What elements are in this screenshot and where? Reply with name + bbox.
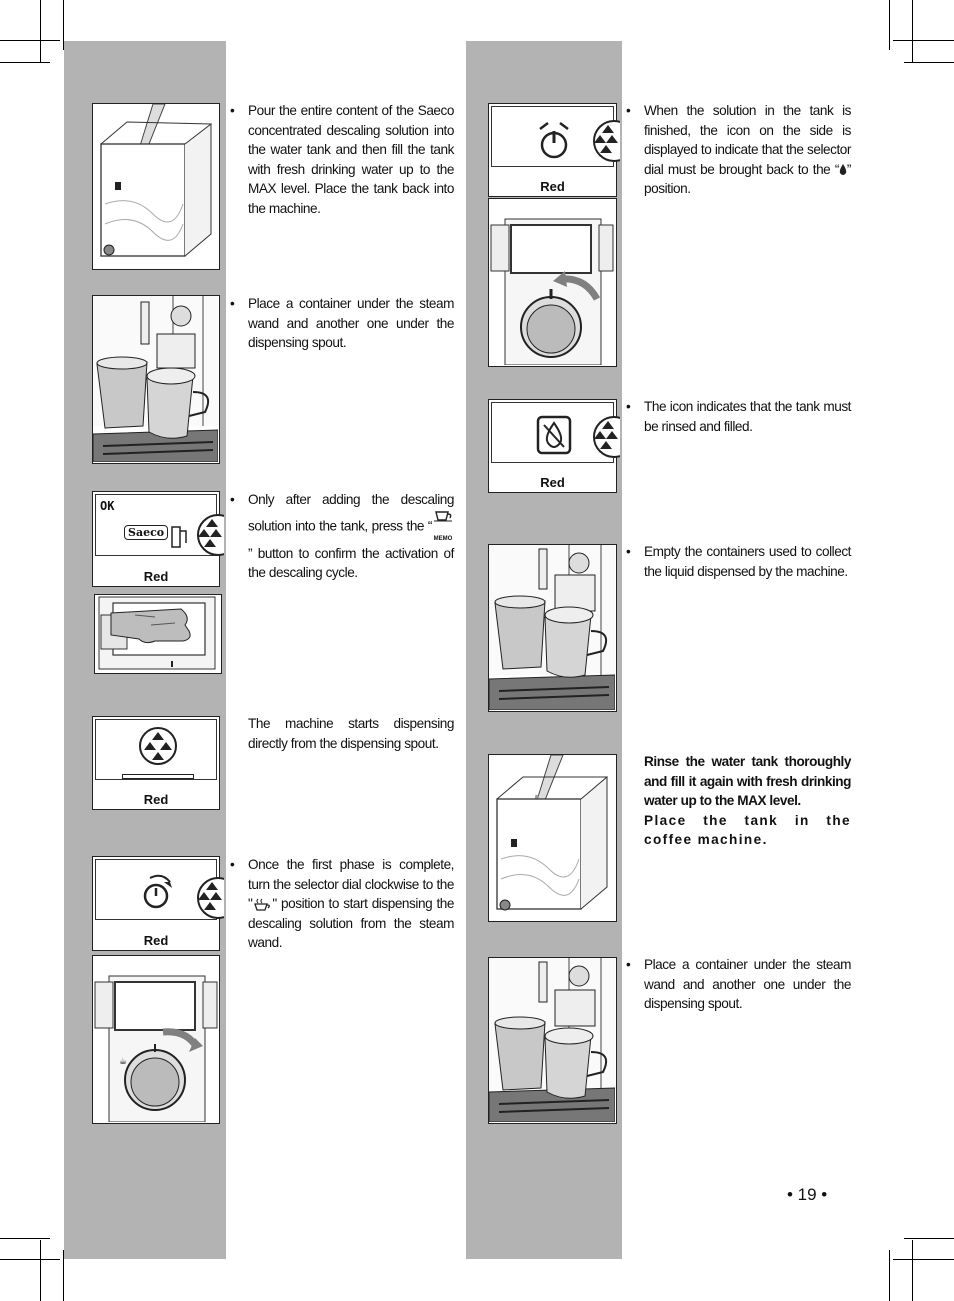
step-text: Place a container under the steam wand a… <box>644 957 851 1012</box>
display-caption: Red <box>540 179 565 194</box>
descale-progress-icon <box>139 727 177 765</box>
rotate-arrow-icon <box>539 122 569 159</box>
step-text: Pour the entire content of the Saeco con… <box>248 103 454 216</box>
display-caption: Red <box>540 475 565 490</box>
cup-memo-icon: MEMO <box>432 510 454 544</box>
bullet: • <box>230 103 235 118</box>
rinse-instruction: Rinse the water tank thoroughly and fill… <box>644 754 851 809</box>
bullet: • <box>230 857 235 872</box>
display-ok-saeco: OK Saeco Red <box>92 491 224 587</box>
step-text-before: Only after adding the descaling solution… <box>248 492 454 534</box>
step-left-3: • Only after adding the descaling soluti… <box>230 490 454 583</box>
svg-text:☕: ☕ <box>119 1057 127 1067</box>
step-right-4: Rinse the water tank thoroughly and fill… <box>644 752 851 850</box>
step-text-before: Once the first phase is complete, turn t… <box>248 857 454 912</box>
water-jug-icon <box>171 526 187 548</box>
steam-icon <box>254 898 271 911</box>
descale-progress-icon <box>197 514 224 556</box>
display-selector-back: Red <box>488 103 620 197</box>
descale-progress-icon <box>593 120 620 162</box>
figure-press-memo-button <box>94 594 222 674</box>
water-drop-icon <box>839 164 847 176</box>
display-caption: Red <box>143 933 169 948</box>
place-tank-instruction: Place the tank in the coffee machine. <box>644 812 851 848</box>
display-rotate-dial: Red <box>92 856 224 951</box>
progress-bar <box>122 774 194 779</box>
lcd-screen: OK Saeco <box>95 494 224 557</box>
lcd-screen <box>491 106 620 167</box>
figure-containers-under-spout-2 <box>488 957 617 1124</box>
bullet: • <box>626 103 631 118</box>
display-caption: Red <box>143 792 169 807</box>
step-text: The machine starts dispensing directly f… <box>248 716 454 751</box>
display-rinse-tank: Red <box>488 399 620 493</box>
step-right-3: • Empty the containers used to collect t… <box>626 542 851 581</box>
descale-progress-icon <box>593 416 620 458</box>
lcd-screen <box>95 719 217 780</box>
bullet: • <box>626 957 631 972</box>
step-left-2: • Place a container under the steam wand… <box>230 294 454 353</box>
figure-fill-water-tank <box>92 103 220 270</box>
water-drop-icon <box>536 415 572 455</box>
descale-progress-icon <box>197 877 224 919</box>
step-right-2: • The icon indicates that the tank must … <box>626 397 851 436</box>
rotate-arrow-icon <box>143 874 172 909</box>
step-text-after: ” button to confirm the activation of th… <box>248 545 454 581</box>
display-caption: Red <box>143 569 169 584</box>
figure-containers-under-spout <box>92 295 220 464</box>
step-left-4: The machine starts dispensing directly f… <box>248 714 454 753</box>
page-number: • 19 • <box>787 1185 828 1204</box>
bullet: • <box>230 296 235 311</box>
lcd-screen <box>491 402 620 463</box>
step-text: Empty the containers used to collect the… <box>644 544 851 579</box>
step-text-before: When the solution in the tank is finishe… <box>644 103 851 177</box>
memo-label: MEMO <box>433 535 453 542</box>
step-left-1: • Pour the entire content of the Saeco c… <box>230 101 454 219</box>
figure-refill-water-tank <box>488 754 617 922</box>
lcd-screen <box>95 859 224 921</box>
figure-dial-clockwise: ☕ <box>92 955 220 1124</box>
saeco-logo: Saeco <box>124 525 169 540</box>
step-right-5: • Place a container under the steam wand… <box>626 955 851 1014</box>
step-text: Place a container under the steam wand a… <box>248 296 454 351</box>
step-right-1: • When the solution in the tank is finis… <box>626 101 851 199</box>
figure-dial-counterclockwise <box>488 198 617 367</box>
bullet: • <box>230 492 235 507</box>
bullet: • <box>626 544 631 559</box>
step-text-after: ” position. <box>644 161 851 197</box>
display-descaling-progress: Red <box>92 716 220 810</box>
step-text: The icon indicates that the tank must be… <box>644 399 851 434</box>
step-text-after: " position to start dispensing the desca… <box>248 896 454 951</box>
bullet: • <box>626 399 631 414</box>
step-left-5: • Once the first phase is complete, turn… <box>230 855 454 953</box>
ok-label: OK <box>100 499 115 513</box>
figure-empty-containers <box>488 544 617 712</box>
